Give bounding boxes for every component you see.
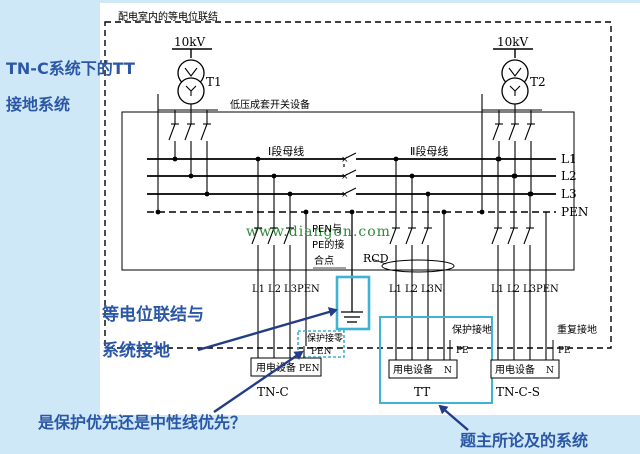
branch-middle xyxy=(389,159,445,360)
t2-label: T2 xyxy=(530,75,546,89)
left-protection-pen: PEN xyxy=(311,347,332,357)
middle-protection-pe: PE xyxy=(456,346,469,356)
bus-coupler-marks: × × × xyxy=(341,155,349,200)
right-l3pen: L3PEN xyxy=(523,284,559,295)
left-l1: L1 xyxy=(252,284,265,295)
middle-l3n: L3N xyxy=(421,284,443,295)
annotation-question: 是保护优先还是中性线优先？ xyxy=(37,413,246,432)
junction-line-1: PEN与 xyxy=(312,223,342,235)
branch-right xyxy=(491,159,547,360)
right-protection-label: 重复接地 xyxy=(557,323,597,336)
system-name-tncs: TN-C-S xyxy=(496,385,540,399)
svg-text:×: × xyxy=(341,155,349,165)
t2-voltage: 10kV xyxy=(497,35,529,49)
junction-line-2: PE的接 xyxy=(312,238,344,251)
bus-coupler xyxy=(343,152,357,195)
t1-voltage: 10kV xyxy=(174,35,206,49)
left-l2: L2 xyxy=(268,284,281,295)
frame-title: 配电室内的等电位联结 xyxy=(118,10,218,23)
right-l1: L1 xyxy=(491,284,504,295)
middle-protection-label: 保护接地 xyxy=(452,323,492,336)
system-name-tnc: TN-C xyxy=(257,385,289,399)
transformer-t2: 10kV T2 xyxy=(493,35,546,105)
equipment-right: 用电设备 N TN-C-S 重复接地 PE xyxy=(490,323,597,399)
t1-feeders xyxy=(157,94,218,212)
watermark: www.diangon.com xyxy=(246,224,391,240)
switchgear-box xyxy=(121,111,575,271)
transformer-t1: 10kV T1 xyxy=(172,35,222,105)
annotation-title-line-1: TN-C系统下的TT xyxy=(6,59,135,78)
annotation-equipotential-line-2: 系统接地 xyxy=(102,340,170,361)
highlight-system-ground xyxy=(335,275,371,331)
bus-label-l1: L1 xyxy=(561,152,577,166)
equipment-left: 用电设备 PEN TN-C xyxy=(250,357,322,399)
bus-label-l2: L2 xyxy=(561,169,577,183)
bus-label-pen: PEN xyxy=(561,205,588,219)
middle-l1: L1 xyxy=(389,284,402,295)
right-protection-pe: PE xyxy=(558,346,571,356)
arrow-to-system-ground xyxy=(197,307,338,352)
bus-section-2: Ⅱ段母线 xyxy=(410,144,448,158)
middle-l2: L2 xyxy=(405,284,418,295)
equipment-middle-n: N xyxy=(444,366,452,376)
system-name-tt: TT xyxy=(414,385,430,399)
rcd-label: RCD xyxy=(363,252,389,265)
equipment-middle-label: 用电设备 xyxy=(393,363,433,376)
arrow-to-protection xyxy=(213,350,304,413)
rcd-ring xyxy=(381,259,455,273)
bus-lines xyxy=(147,158,556,195)
equipment-middle: 用电设备 N TT 保护接地 PE xyxy=(388,323,492,399)
left-l3pen: L3PEN xyxy=(284,284,320,295)
left-protection: 保护接零 PEN xyxy=(297,330,345,358)
bus-section-1: Ⅰ段母线 xyxy=(268,144,304,158)
junction-line-3: 合点 xyxy=(314,254,334,267)
equipment-left-pen: PEN xyxy=(299,364,320,374)
left-protection-label: 保护接零 xyxy=(307,332,343,344)
svg-text:×: × xyxy=(341,172,349,182)
system-ground xyxy=(341,212,363,323)
annotation-equipotential-line-1: 等电位联结与 xyxy=(102,304,204,325)
annotation-title-line-2: 接地系统 xyxy=(6,95,70,114)
pen-pe-junction-label: PEN与 PE的接 合点 xyxy=(312,223,346,269)
equipotential-frame xyxy=(104,21,612,349)
right-l2: L2 xyxy=(507,284,520,295)
equipment-right-n: N xyxy=(546,366,554,376)
switchgear-label: 低压成套开关设备 xyxy=(230,98,310,111)
svg-text:×: × xyxy=(341,190,349,200)
t1-label: T1 xyxy=(206,75,222,89)
branch-left xyxy=(251,159,307,360)
annotation-topic: 题主所论及的系统 xyxy=(460,431,588,450)
equipment-right-label: 用电设备 xyxy=(495,363,535,376)
bus-label-l3: L3 xyxy=(561,187,577,201)
arrow-to-tt xyxy=(438,404,469,431)
equipment-left-label: 用电设备 xyxy=(256,361,296,374)
